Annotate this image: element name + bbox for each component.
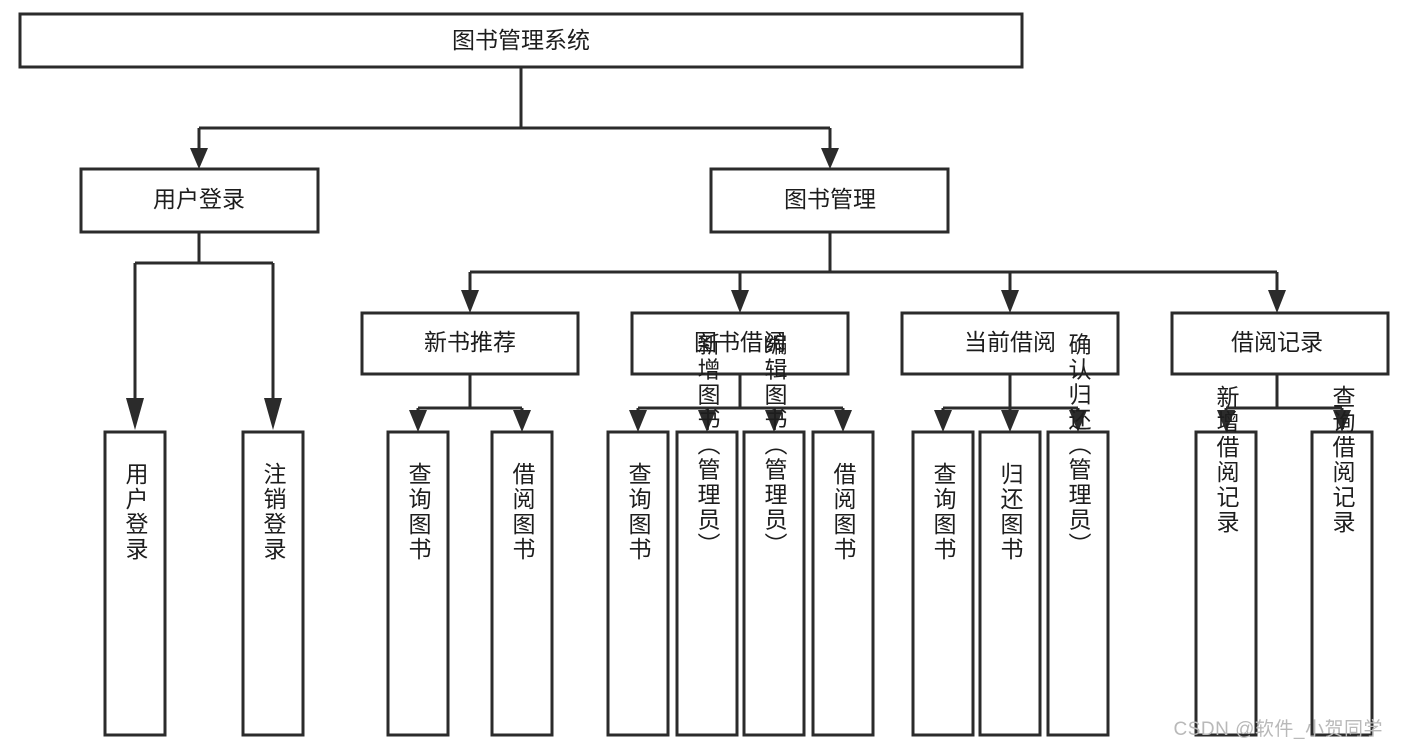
arrow-head-leaf-query-record bbox=[1333, 410, 1351, 432]
arrow-head-leaf-borrow-book-2 bbox=[834, 410, 852, 432]
node-label-borrow-record: 借阅记录 bbox=[1231, 329, 1323, 355]
node-box-system-root[interactable] bbox=[18, 12, 1024, 69]
arrow-head-borrow-record bbox=[1268, 290, 1286, 313]
node-leaf-user-logout[interactable]: 注销登录 bbox=[241, 430, 305, 737]
node-box-leaf-query-book-2[interactable] bbox=[606, 430, 670, 737]
node-box-leaf-query-book-3[interactable] bbox=[911, 430, 975, 737]
node-book-borrow[interactable]: 图书借阅 bbox=[630, 311, 850, 376]
node-leaf-user-login[interactable]: 用户登录 bbox=[103, 430, 167, 737]
node-box-leaf-query-record[interactable] bbox=[1310, 430, 1374, 737]
node-leaf-borrow-book-2[interactable]: 借阅图书 bbox=[811, 430, 875, 737]
node-box-leaf-user-logout[interactable] bbox=[241, 430, 305, 737]
node-label-leaf-borrow-book-1: 借阅图书 bbox=[509, 462, 536, 562]
node-box-leaf-borrow-book-2[interactable] bbox=[811, 430, 875, 737]
node-label-user-login: 用户登录 bbox=[153, 186, 245, 212]
arrow-head-leaf-confirm-return bbox=[1069, 410, 1087, 432]
node-box-borrow-record[interactable] bbox=[1170, 311, 1390, 376]
arrow-head-leaf-query-book-1 bbox=[409, 410, 427, 432]
arrow-head-book-borrow bbox=[731, 290, 749, 313]
node-label-leaf-query-book-2: 查询图书 bbox=[625, 462, 652, 562]
node-label-leaf-query-record: 查询借阅记录 bbox=[1329, 385, 1356, 535]
node-leaf-query-book-1[interactable]: 查询图书 bbox=[386, 430, 450, 737]
node-box-leaf-confirm-return[interactable] bbox=[1046, 430, 1110, 737]
node-system-root[interactable]: 图书管理系统 bbox=[18, 12, 1024, 69]
arrow-head-current-borrow bbox=[1001, 290, 1019, 313]
node-label-leaf-user-login: 用户登录 bbox=[122, 462, 149, 562]
node-book-management[interactable]: 图书管理 bbox=[709, 167, 950, 234]
arrow-head-user-login bbox=[190, 148, 208, 169]
node-leaf-add-record[interactable]: 新增借阅记录 bbox=[1194, 385, 1258, 737]
node-borrow-record[interactable]: 借阅记录 bbox=[1170, 311, 1390, 376]
node-box-leaf-add-record[interactable] bbox=[1194, 430, 1258, 737]
node-label-leaf-edit-book: 编辑图书（管理员） bbox=[761, 333, 788, 558]
arrow-head-leaf-add-record bbox=[1217, 410, 1235, 432]
node-box-leaf-add-book[interactable] bbox=[675, 430, 739, 737]
arrow-head-leaf-query-book-3 bbox=[934, 410, 952, 432]
node-leaf-return-book[interactable]: 归还图书 bbox=[978, 430, 1042, 737]
node-box-book-management[interactable] bbox=[709, 167, 950, 234]
node-leaf-add-book[interactable]: 新增图书（管理员） bbox=[675, 333, 739, 737]
node-box-user-login[interactable] bbox=[79, 167, 320, 234]
arrow-head-leaf-borrow-book-1 bbox=[513, 410, 531, 432]
node-leaf-borrow-book-1[interactable]: 借阅图书 bbox=[490, 430, 554, 737]
node-label-current-borrow: 当前借阅 bbox=[964, 329, 1056, 355]
node-label-leaf-borrow-book-2: 借阅图书 bbox=[830, 462, 857, 562]
node-box-book-borrow[interactable] bbox=[630, 311, 850, 376]
node-label-system-root: 图书管理系统 bbox=[452, 27, 590, 53]
arrow-head-book-management bbox=[821, 148, 839, 169]
node-label-leaf-query-book-3: 查询图书 bbox=[930, 462, 957, 562]
node-leaf-confirm-return[interactable]: 确认归还（管理员） bbox=[1046, 333, 1110, 737]
node-label-leaf-add-book: 新增图书（管理员） bbox=[694, 333, 721, 558]
node-label-leaf-confirm-return: 确认归还（管理员） bbox=[1065, 333, 1092, 558]
connector-layer bbox=[126, 67, 1351, 432]
node-label-new-book-recommend: 新书推荐 bbox=[424, 329, 516, 355]
node-leaf-query-book-3[interactable]: 查询图书 bbox=[911, 430, 975, 737]
arrow-head-leaf-return-book bbox=[1001, 410, 1019, 432]
node-box-leaf-query-book-1[interactable] bbox=[386, 430, 450, 737]
node-box-leaf-edit-book[interactable] bbox=[742, 430, 806, 737]
node-label-leaf-add-record: 新增借阅记录 bbox=[1213, 385, 1240, 535]
node-box-leaf-return-book[interactable] bbox=[978, 430, 1042, 737]
node-label-book-management: 图书管理 bbox=[784, 186, 876, 212]
node-box-current-borrow[interactable] bbox=[900, 311, 1120, 376]
arrow-head-new-book-recommend bbox=[461, 290, 479, 313]
arrow-head-leaf-edit-book bbox=[765, 410, 783, 432]
node-user-login[interactable]: 用户登录 bbox=[79, 167, 320, 234]
node-new-book-recommend[interactable]: 新书推荐 bbox=[360, 311, 580, 376]
node-box-leaf-user-login[interactable] bbox=[103, 430, 167, 737]
arrow-head-leaf-user-login bbox=[126, 398, 144, 430]
node-label-leaf-query-book-1: 查询图书 bbox=[405, 462, 432, 562]
node-current-borrow[interactable]: 当前借阅 bbox=[900, 311, 1120, 376]
node-leaf-edit-book[interactable]: 编辑图书（管理员） bbox=[742, 333, 806, 737]
node-box-leaf-borrow-book-1[interactable] bbox=[490, 430, 554, 737]
node-leaf-query-book-2[interactable]: 查询图书 bbox=[606, 430, 670, 737]
node-label-leaf-user-logout: 注销登录 bbox=[260, 462, 287, 562]
csdn-watermark: CSDN @软件_小贺同学 bbox=[1173, 719, 1383, 740]
arrow-head-leaf-user-logout bbox=[264, 398, 282, 430]
node-box-new-book-recommend[interactable] bbox=[360, 311, 580, 376]
arrow-head-leaf-add-book bbox=[698, 410, 716, 432]
arrow-head-leaf-query-book-2 bbox=[629, 410, 647, 432]
node-leaf-query-record[interactable]: 查询借阅记录 bbox=[1310, 385, 1374, 737]
node-label-book-borrow: 图书借阅 bbox=[694, 329, 786, 355]
node-label-leaf-return-book: 归还图书 bbox=[997, 462, 1024, 562]
